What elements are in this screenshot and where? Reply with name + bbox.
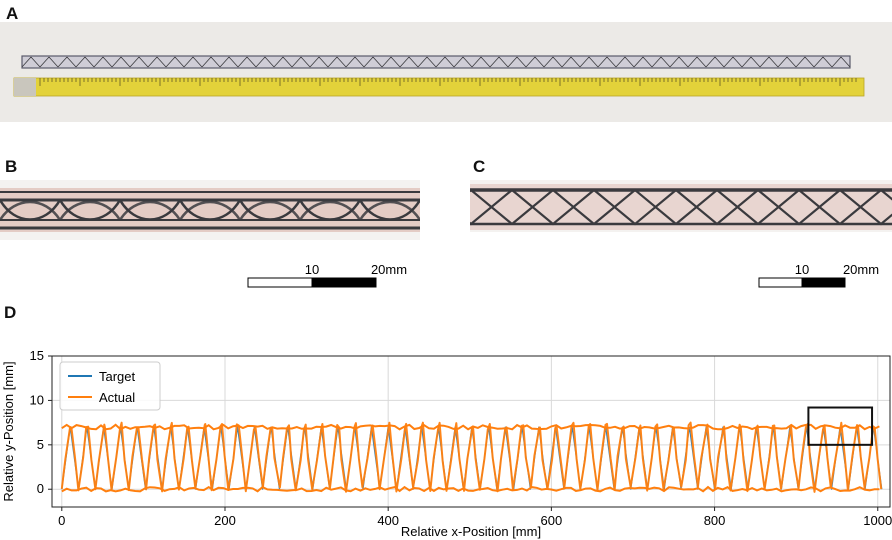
y-tick-label: 0 xyxy=(37,481,44,496)
legend-target-label: Target xyxy=(99,369,136,384)
y-tick-label: 5 xyxy=(37,437,44,452)
actual-series-upper-edge xyxy=(61,423,880,431)
scale-bar-b: 10 20mm xyxy=(247,262,407,288)
x-tick-label: 600 xyxy=(541,513,563,528)
tape-hook xyxy=(14,78,36,96)
tape-tick-marks xyxy=(39,78,857,86)
measuring-tape xyxy=(13,77,865,97)
photo-b-svg xyxy=(0,180,420,240)
scale-bar-c-mid-label: 10 xyxy=(795,262,809,277)
zoom-annotation-box xyxy=(807,406,874,446)
panel-label-a: A xyxy=(6,4,19,23)
y-tick-label: 10 xyxy=(30,392,44,407)
x-tick-label: 200 xyxy=(214,513,236,528)
x-tick-label: 1000 xyxy=(863,513,892,528)
photo-strand-side-b xyxy=(0,180,420,240)
strand-truss-lines xyxy=(21,56,851,68)
photo-strand-with-tape xyxy=(0,22,892,122)
panel-label-b: B xyxy=(5,157,18,176)
strand-b-wave-upper xyxy=(0,200,420,221)
trajectory-chart: 0 200 400 600 800 1000 0 5 10 15 Relative x-Posit… xyxy=(1,348,892,539)
scale-bar-b-mid-label: 10 xyxy=(305,262,319,277)
x-tick-label: 800 xyxy=(704,513,726,528)
legend-actual-label: Actual xyxy=(99,390,135,405)
photo-a-background xyxy=(0,22,892,122)
tape-ticks xyxy=(39,78,857,86)
x-tick-label: 400 xyxy=(377,513,399,528)
x-tick-label: 0 xyxy=(58,513,65,528)
printed-strand xyxy=(21,55,851,69)
scale-bar-c-black xyxy=(801,277,846,288)
actual-series-lower-edge xyxy=(61,485,880,493)
chart-ticks: 0 200 400 600 800 1000 0 5 10 15 xyxy=(30,348,892,528)
strand-b-structure xyxy=(0,188,420,232)
photo-c-svg xyxy=(470,180,892,232)
panel-label-d: D xyxy=(4,303,17,322)
photo-strand-side-c xyxy=(470,180,892,232)
y-tick-label: 15 xyxy=(30,348,44,363)
y-axis-label: Relative y-Position [mm] xyxy=(1,361,16,501)
strand-b-wave-lower xyxy=(0,199,420,221)
scale-bar-c: 10 20mm xyxy=(758,262,879,288)
plot-frame xyxy=(51,355,891,508)
scale-bar-c-white xyxy=(758,277,803,288)
scale-bar-b-white xyxy=(247,277,313,288)
x-axis-label: Relative x-Position [mm] xyxy=(401,524,541,539)
actual-series-line xyxy=(60,421,883,493)
chart-legend: Target Actual xyxy=(59,361,161,411)
panel-label-c: C xyxy=(473,157,486,176)
chart-series xyxy=(60,421,883,493)
scale-bar-b-end-label: 20mm xyxy=(371,262,407,277)
strand-b-polymer xyxy=(0,188,420,232)
photo-a-svg xyxy=(0,22,892,122)
scale-bar-c-end-label: 20mm xyxy=(843,262,879,277)
strand-truss-pattern xyxy=(21,56,851,68)
strand-c-structure xyxy=(470,184,892,230)
scale-bar-b-black xyxy=(311,277,377,288)
strand-c-truss xyxy=(470,188,892,226)
